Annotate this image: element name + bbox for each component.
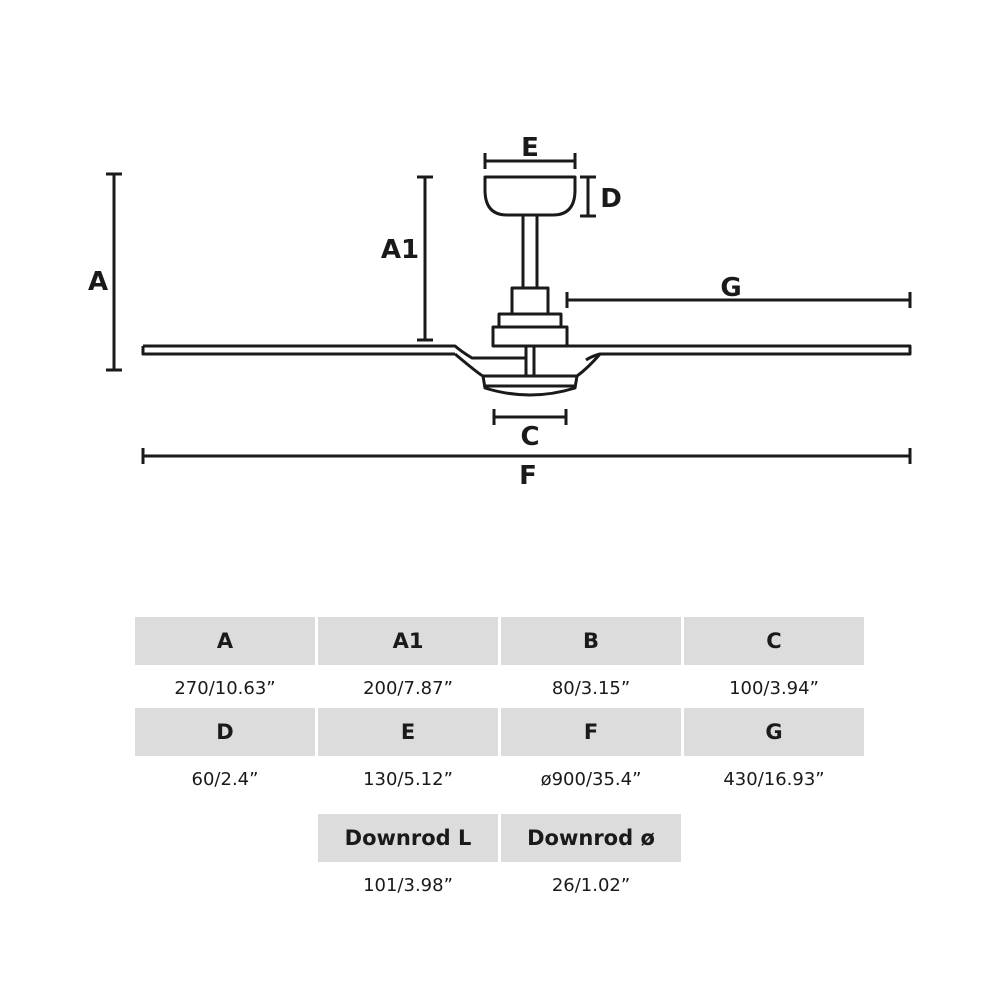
table-header: F — [501, 708, 681, 756]
table-value: 26/1.02” — [551, 874, 631, 896]
label-c: C — [520, 422, 539, 452]
table-value: 80/3.15” — [551, 677, 631, 699]
label-a1: A1 — [381, 235, 419, 265]
table-value: 60/2.4” — [191, 768, 259, 790]
label-d: D — [600, 184, 622, 214]
blade-left — [141, 344, 528, 360]
dimension-d — [580, 175, 596, 218]
downrod — [521, 213, 539, 290]
table-header: Downrod ø — [501, 814, 681, 862]
motor-top — [497, 312, 563, 329]
table-header: G — [684, 708, 864, 756]
table-header: D — [135, 708, 315, 756]
table-header: Downrod L — [318, 814, 498, 862]
table-value: ø900/35.4” — [540, 768, 642, 790]
table-value: 130/5.12” — [363, 768, 453, 790]
table-value: 270/10.63” — [174, 677, 276, 699]
label-f: F — [519, 461, 537, 491]
dimension-f — [141, 448, 912, 464]
label-e: E — [521, 133, 539, 163]
table-value: 430/16.93” — [723, 768, 825, 790]
motor-body — [491, 325, 569, 348]
dimension-e — [483, 153, 577, 169]
blade-right — [532, 344, 912, 362]
table-header: C — [684, 617, 864, 665]
table-value: 101/3.98” — [363, 874, 453, 896]
dimension-a1 — [417, 175, 433, 342]
table-header: B — [501, 617, 681, 665]
label-g: G — [720, 273, 741, 303]
table-value: 200/7.87” — [363, 677, 453, 699]
dimension-g — [565, 292, 912, 308]
table-header: A1 — [318, 617, 498, 665]
table-value: 100/3.94” — [729, 677, 819, 699]
light-kit — [481, 374, 579, 397]
motor-collar — [510, 286, 550, 316]
dimension-a — [106, 172, 122, 372]
dimension-c — [492, 409, 568, 425]
ceiling-fan-dimension-diagram: A A1 E D G C F — [88, 133, 912, 491]
table-header: E — [318, 708, 498, 756]
label-a: A — [88, 267, 108, 297]
canopy — [483, 175, 577, 217]
table-header: A — [135, 617, 315, 665]
